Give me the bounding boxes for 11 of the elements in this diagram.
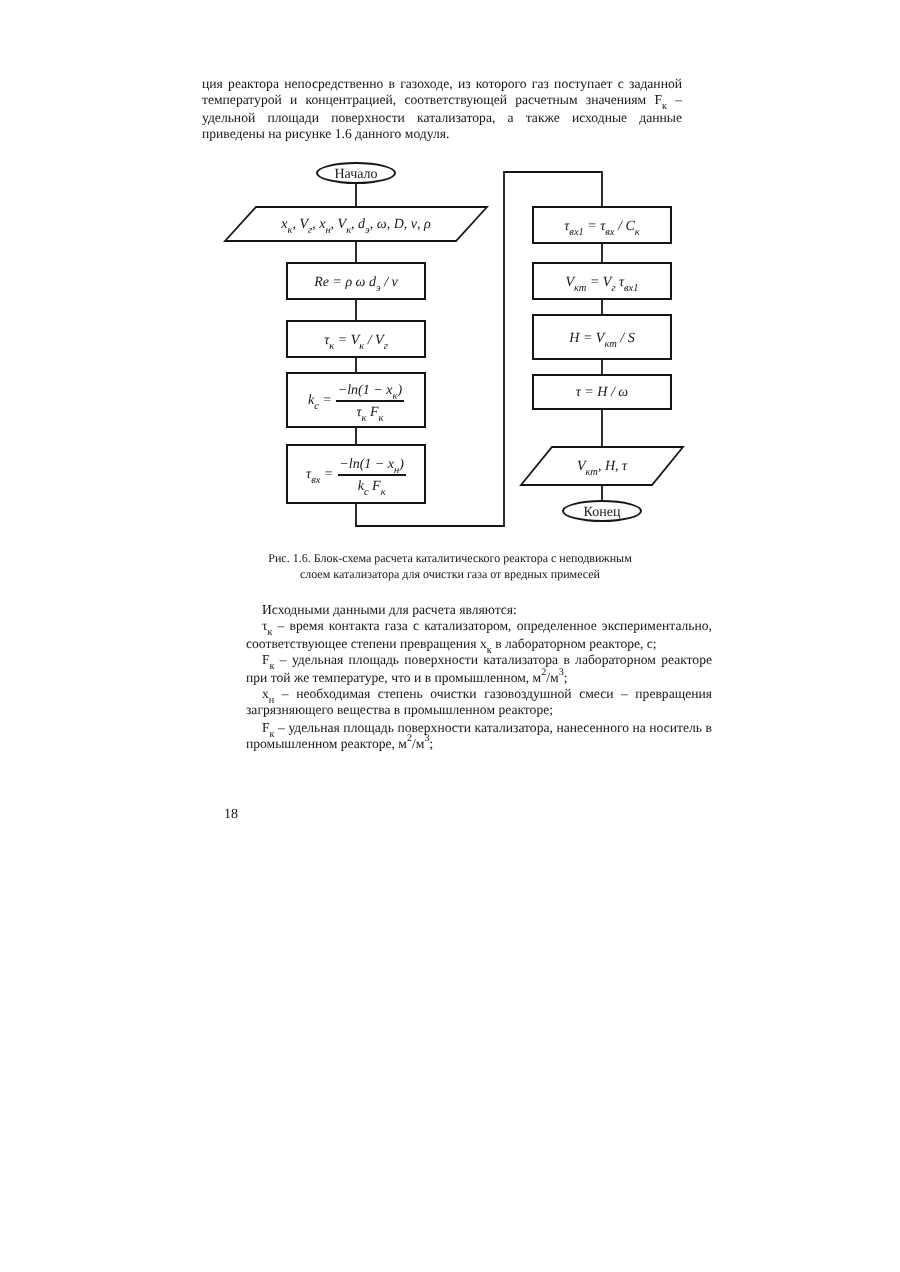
connector-line (601, 359, 603, 375)
connector-line (355, 183, 357, 207)
connector-line (601, 409, 603, 447)
connector-line (355, 299, 357, 321)
connector-line (355, 357, 357, 373)
connector-line (355, 427, 357, 445)
connector-line (601, 485, 603, 501)
connector-line (355, 171, 603, 527)
connector-line (601, 299, 603, 315)
connector-line (355, 241, 357, 263)
connector-line (601, 243, 603, 263)
